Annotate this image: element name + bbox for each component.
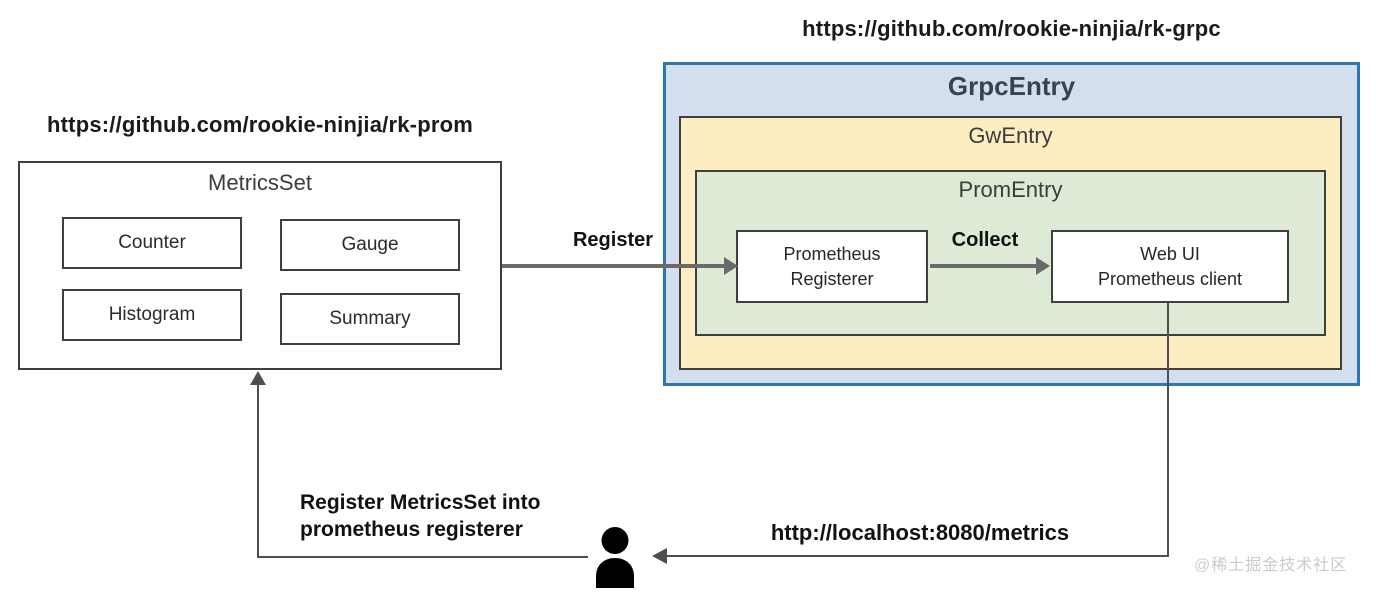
web-ui-label-line1: Web UI [1140,244,1200,265]
prometheus-registerer-label-line1: Prometheus [783,244,881,265]
user-action-label-line1: Register MetricsSet into [300,491,541,514]
metrics-endpoint-line [666,555,1169,557]
metricsset-title: MetricsSet [208,170,312,195]
register-arrow-label: Register [572,229,654,251]
collect-arrow-line [930,264,1036,268]
prometheus-registerer-label-line2: Registerer [790,268,874,289]
watermark: @稀土掘金技术社区 [1194,557,1348,574]
register-arrowhead-icon [724,257,738,275]
register-arrow-line [502,264,724,268]
collect-arrow-label: Collect [951,229,1019,251]
metric-counter-box: Counter [62,217,242,269]
web-ui-label-line2: Prometheus client [1097,268,1243,289]
user-register-line-vertical [257,384,259,558]
user-action-label: Register MetricsSet into prometheus regi… [300,489,540,543]
metric-summary-box: Summary [280,293,460,345]
webui-down-line [1167,303,1169,557]
rk-grpc-url: https://github.com/rookie-ninjia/rk-grpc [802,16,1221,41]
web-ui-box: Web UI Prometheus client [1051,230,1289,303]
gw-entry-title: GwEntry [968,123,1053,148]
collect-arrowhead-icon [1036,257,1050,275]
grpc-entry-title: GrpcEntry [947,71,1076,101]
rk-prom-url: https://github.com/rookie-ninjia/rk-prom [47,112,473,137]
prometheus-registerer-box: Prometheus Registerer [736,230,928,303]
user-register-line-horizontal [258,556,588,558]
metrics-endpoint-arrowhead-icon [652,548,667,564]
prom-entry-box: PromEntry Prometheus Registerer Web UI P… [695,170,1326,336]
gw-entry-box: GwEntry PromEntry Prometheus Registerer … [679,116,1342,370]
metricsset-box: MetricsSet Counter Gauge Histogram Summa… [18,161,502,370]
user-icon [589,527,641,588]
prom-entry-title: PromEntry [958,177,1063,202]
metric-gauge-box: Gauge [280,219,460,271]
metrics-endpoint-label: http://localhost:8080/metrics [770,520,1070,545]
metric-histogram-box: Histogram [62,289,242,341]
user-register-arrowhead-icon [250,371,266,385]
user-action-label-line2: prometheus registerer [300,518,523,541]
grpc-entry-box: GrpcEntry GwEntry PromEntry Prometheus R… [663,62,1360,386]
